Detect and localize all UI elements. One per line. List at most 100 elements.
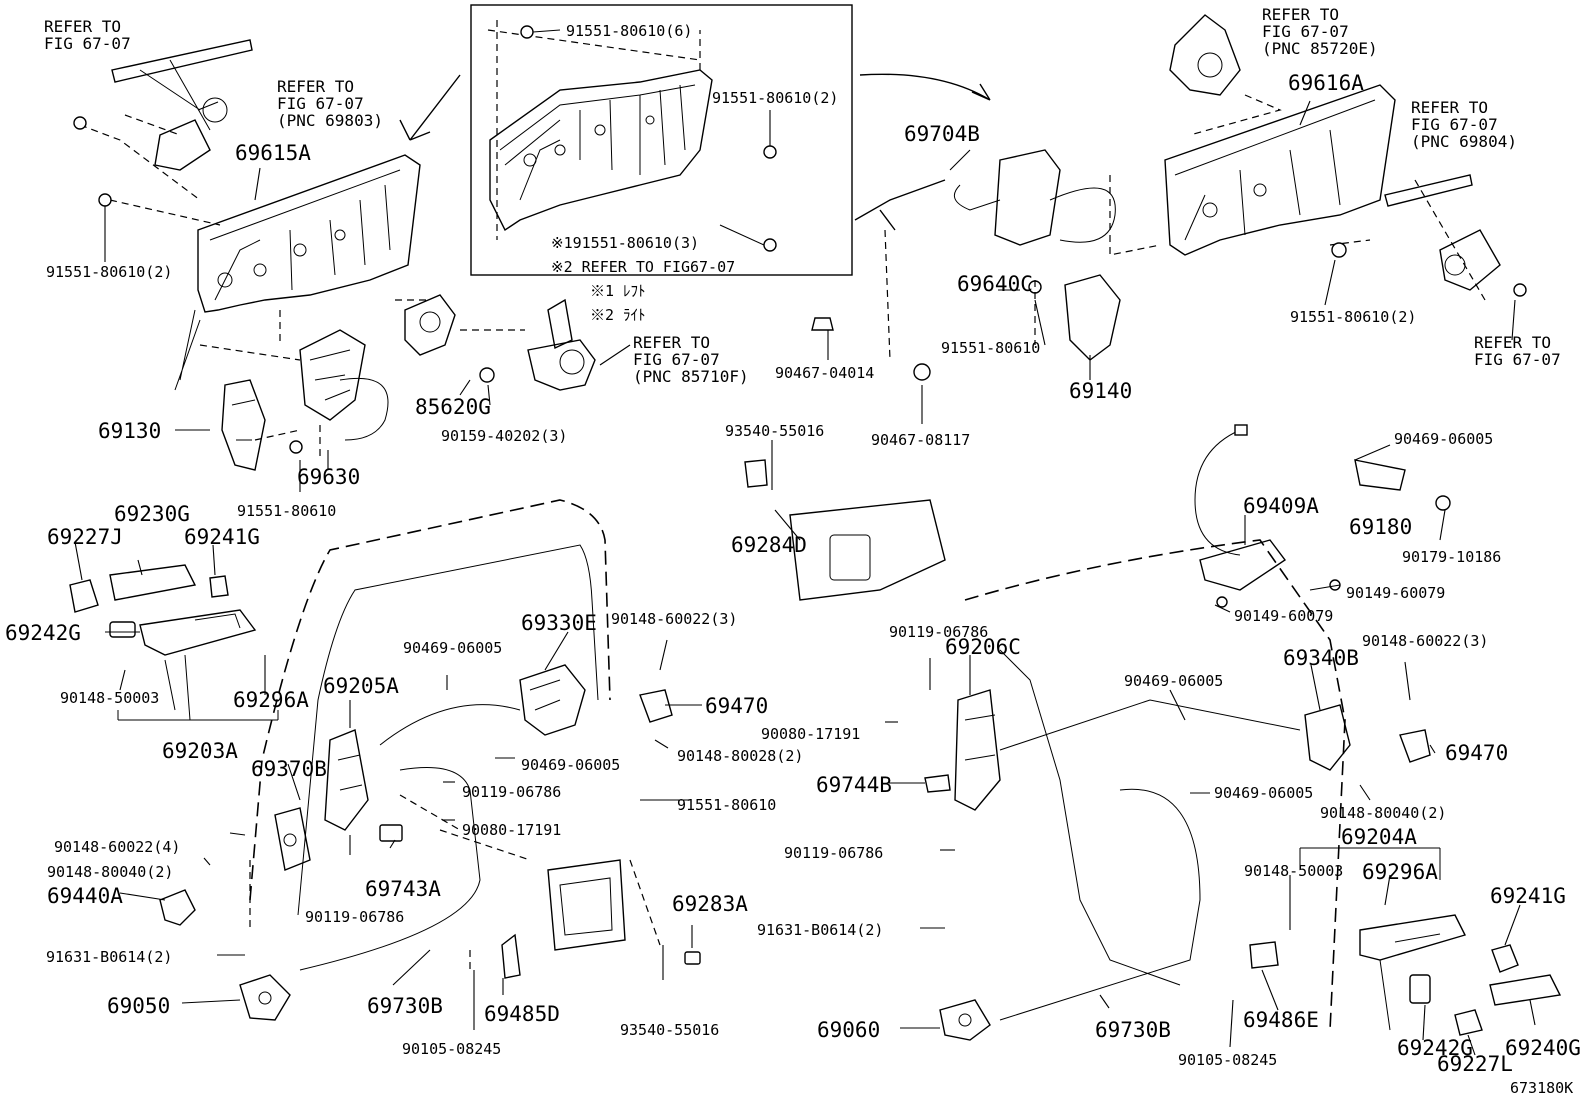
label-69242G-a: 69242G — [5, 621, 81, 645]
label-69743A: 69743A — [365, 877, 441, 901]
dash-left-1 — [79, 114, 221, 226]
left-lock-bracket — [221, 379, 266, 471]
label-90469-06005-b: 90469-06005 — [403, 639, 502, 657]
label-69227J: 69227J — [47, 525, 123, 549]
bolt-left-4 — [289, 440, 303, 454]
label-90469-06005-c: 90469-06005 — [521, 756, 620, 774]
dash-right-1 — [1109, 94, 1486, 301]
label-90467-04014: 90467-04014 — [775, 364, 874, 382]
left-bumper — [684, 951, 701, 965]
label-91551-80610-2a: 91551-80610(2) — [712, 89, 838, 107]
inset-note-2: ※2 REFER TO FIG67-07 — [551, 258, 735, 276]
bolt-inset-3 — [719, 224, 777, 252]
left-latch-69050 — [239, 974, 291, 1021]
label-69180: 69180 — [1349, 515, 1412, 539]
label-69615A: 69615A — [235, 141, 311, 165]
label-69616A: 69616A — [1288, 71, 1364, 95]
label-90467-08117: 90467-08117 — [871, 431, 970, 449]
label-69140: 69140 — [1069, 379, 1132, 403]
label-90469-06005-a: 90469-06005 — [1394, 430, 1493, 448]
dash-center — [884, 229, 1036, 361]
label-69730B-a: 69730B — [367, 994, 443, 1018]
label-69296A-b: 69296A — [1362, 860, 1438, 884]
left-latch-cover — [159, 889, 196, 926]
bolt-left-2 — [98, 193, 112, 262]
label-90179-10186: 90179-10186 — [1402, 548, 1501, 566]
label-69486E: 69486E — [1243, 1008, 1319, 1032]
label-69630: 69630 — [297, 465, 360, 489]
center-latch-assy — [854, 149, 1121, 361]
left-panel-recess — [547, 859, 626, 951]
label-90080-17191-b: 90080-17191 — [761, 725, 860, 743]
label-93540-55016-b: 93540-55016 — [620, 1021, 719, 1039]
label-69130: 69130 — [98, 419, 161, 443]
left-window-regulator — [111, 39, 253, 171]
dash-left-2 — [199, 299, 525, 460]
label-69730B-b: 69730B — [1095, 1018, 1171, 1042]
label-91631-B0614-2b: 91631-B0614(2) — [757, 921, 883, 939]
label-69241G-a: 69241G — [184, 525, 260, 549]
bolt-center-1 — [811, 317, 834, 331]
right-door-panel — [1164, 84, 1396, 256]
bolt-left-3 — [479, 367, 495, 383]
label-69204A: 69204A — [1341, 825, 1417, 849]
label-69203A: 69203A — [162, 739, 238, 763]
bolt-center-2 — [913, 363, 931, 381]
label-69470-b: 69470 — [1445, 741, 1508, 765]
label-69060: 69060 — [817, 1018, 880, 1042]
label-91551-80610-c: 91551-80610 — [677, 796, 776, 814]
left-inside-handle — [324, 729, 369, 831]
label-90148-50003-a: 90148-50003 — [60, 689, 159, 707]
inset-frame — [470, 4, 853, 276]
inset-note-1: ※191551-80610(3) — [551, 234, 699, 252]
label-69284D: 69284D — [731, 533, 807, 557]
label-69744B: 69744B — [816, 773, 892, 797]
left-door-outline — [249, 499, 611, 901]
label-90148-80028-2: 90148-80028(2) — [677, 747, 803, 765]
left-door-panel — [174, 154, 421, 391]
left-wedge — [379, 824, 403, 842]
right-latch-bracket — [1249, 941, 1279, 969]
inset-door-panel — [487, 20, 713, 240]
left-door-outline-inner — [297, 544, 599, 916]
label-90119-06786-d: 90119-06786 — [784, 844, 883, 862]
left-handle-group — [69, 564, 257, 721]
right-striker — [1399, 729, 1431, 763]
right-door-outline-2 — [999, 649, 1181, 986]
center-body-panel — [744, 459, 946, 601]
label-90105-08245-a: 90105-08245 — [402, 1040, 501, 1058]
label-90148-60022-3a: 90148-60022(3) — [611, 610, 737, 628]
left-lock-control — [274, 807, 311, 871]
label-91551-80610-b: 91551-80610 — [941, 339, 1040, 357]
leader-lines — [74, 100, 1536, 1056]
right-cable-69409A — [1194, 424, 1451, 608]
bracket-69204A — [1299, 847, 1441, 880]
label-91551-80610-2b: 91551-80610(2) — [46, 263, 172, 281]
label-90148-50003-b: 90148-50003 — [1244, 862, 1343, 880]
bolt-left-1 — [73, 116, 87, 130]
label-90148-80040-2b: 90148-80040(2) — [1320, 804, 1446, 822]
label-90149-60079-b: 90149-60079 — [1234, 607, 1333, 625]
label-69205A: 69205A — [323, 674, 399, 698]
label-69050: 69050 — [107, 994, 170, 1018]
label-69440A: 69440A — [47, 884, 123, 908]
inset-legend-2: ※2 ﾗｲﾄ — [590, 306, 646, 324]
right-inside-handle — [954, 689, 1301, 811]
bolt-right-1 — [1331, 242, 1347, 258]
label-91551-80610-2c: 91551-80610(2) — [1290, 308, 1416, 326]
label-90148-60022-4: 90148-60022(4) — [54, 838, 180, 856]
label-90119-06786-c: 90119-06786 — [889, 623, 988, 641]
label-69340B: 69340B — [1283, 646, 1359, 670]
label-90159-40202-3: 90159-40202(3) — [441, 427, 567, 445]
bolt-inset-1 — [520, 25, 561, 39]
label-91631-B0614-2a: 91631-B0614(2) — [46, 948, 172, 966]
label-90148-80040-2a: 90148-80040(2) — [47, 863, 173, 881]
label-90119-06786-a: 90119-06786 — [462, 783, 561, 801]
bolt-inset-2 — [763, 110, 777, 159]
right-window-motor — [1169, 14, 1241, 96]
label-85620G: 85620G — [415, 395, 491, 419]
right-handle-group — [1359, 914, 1562, 1036]
